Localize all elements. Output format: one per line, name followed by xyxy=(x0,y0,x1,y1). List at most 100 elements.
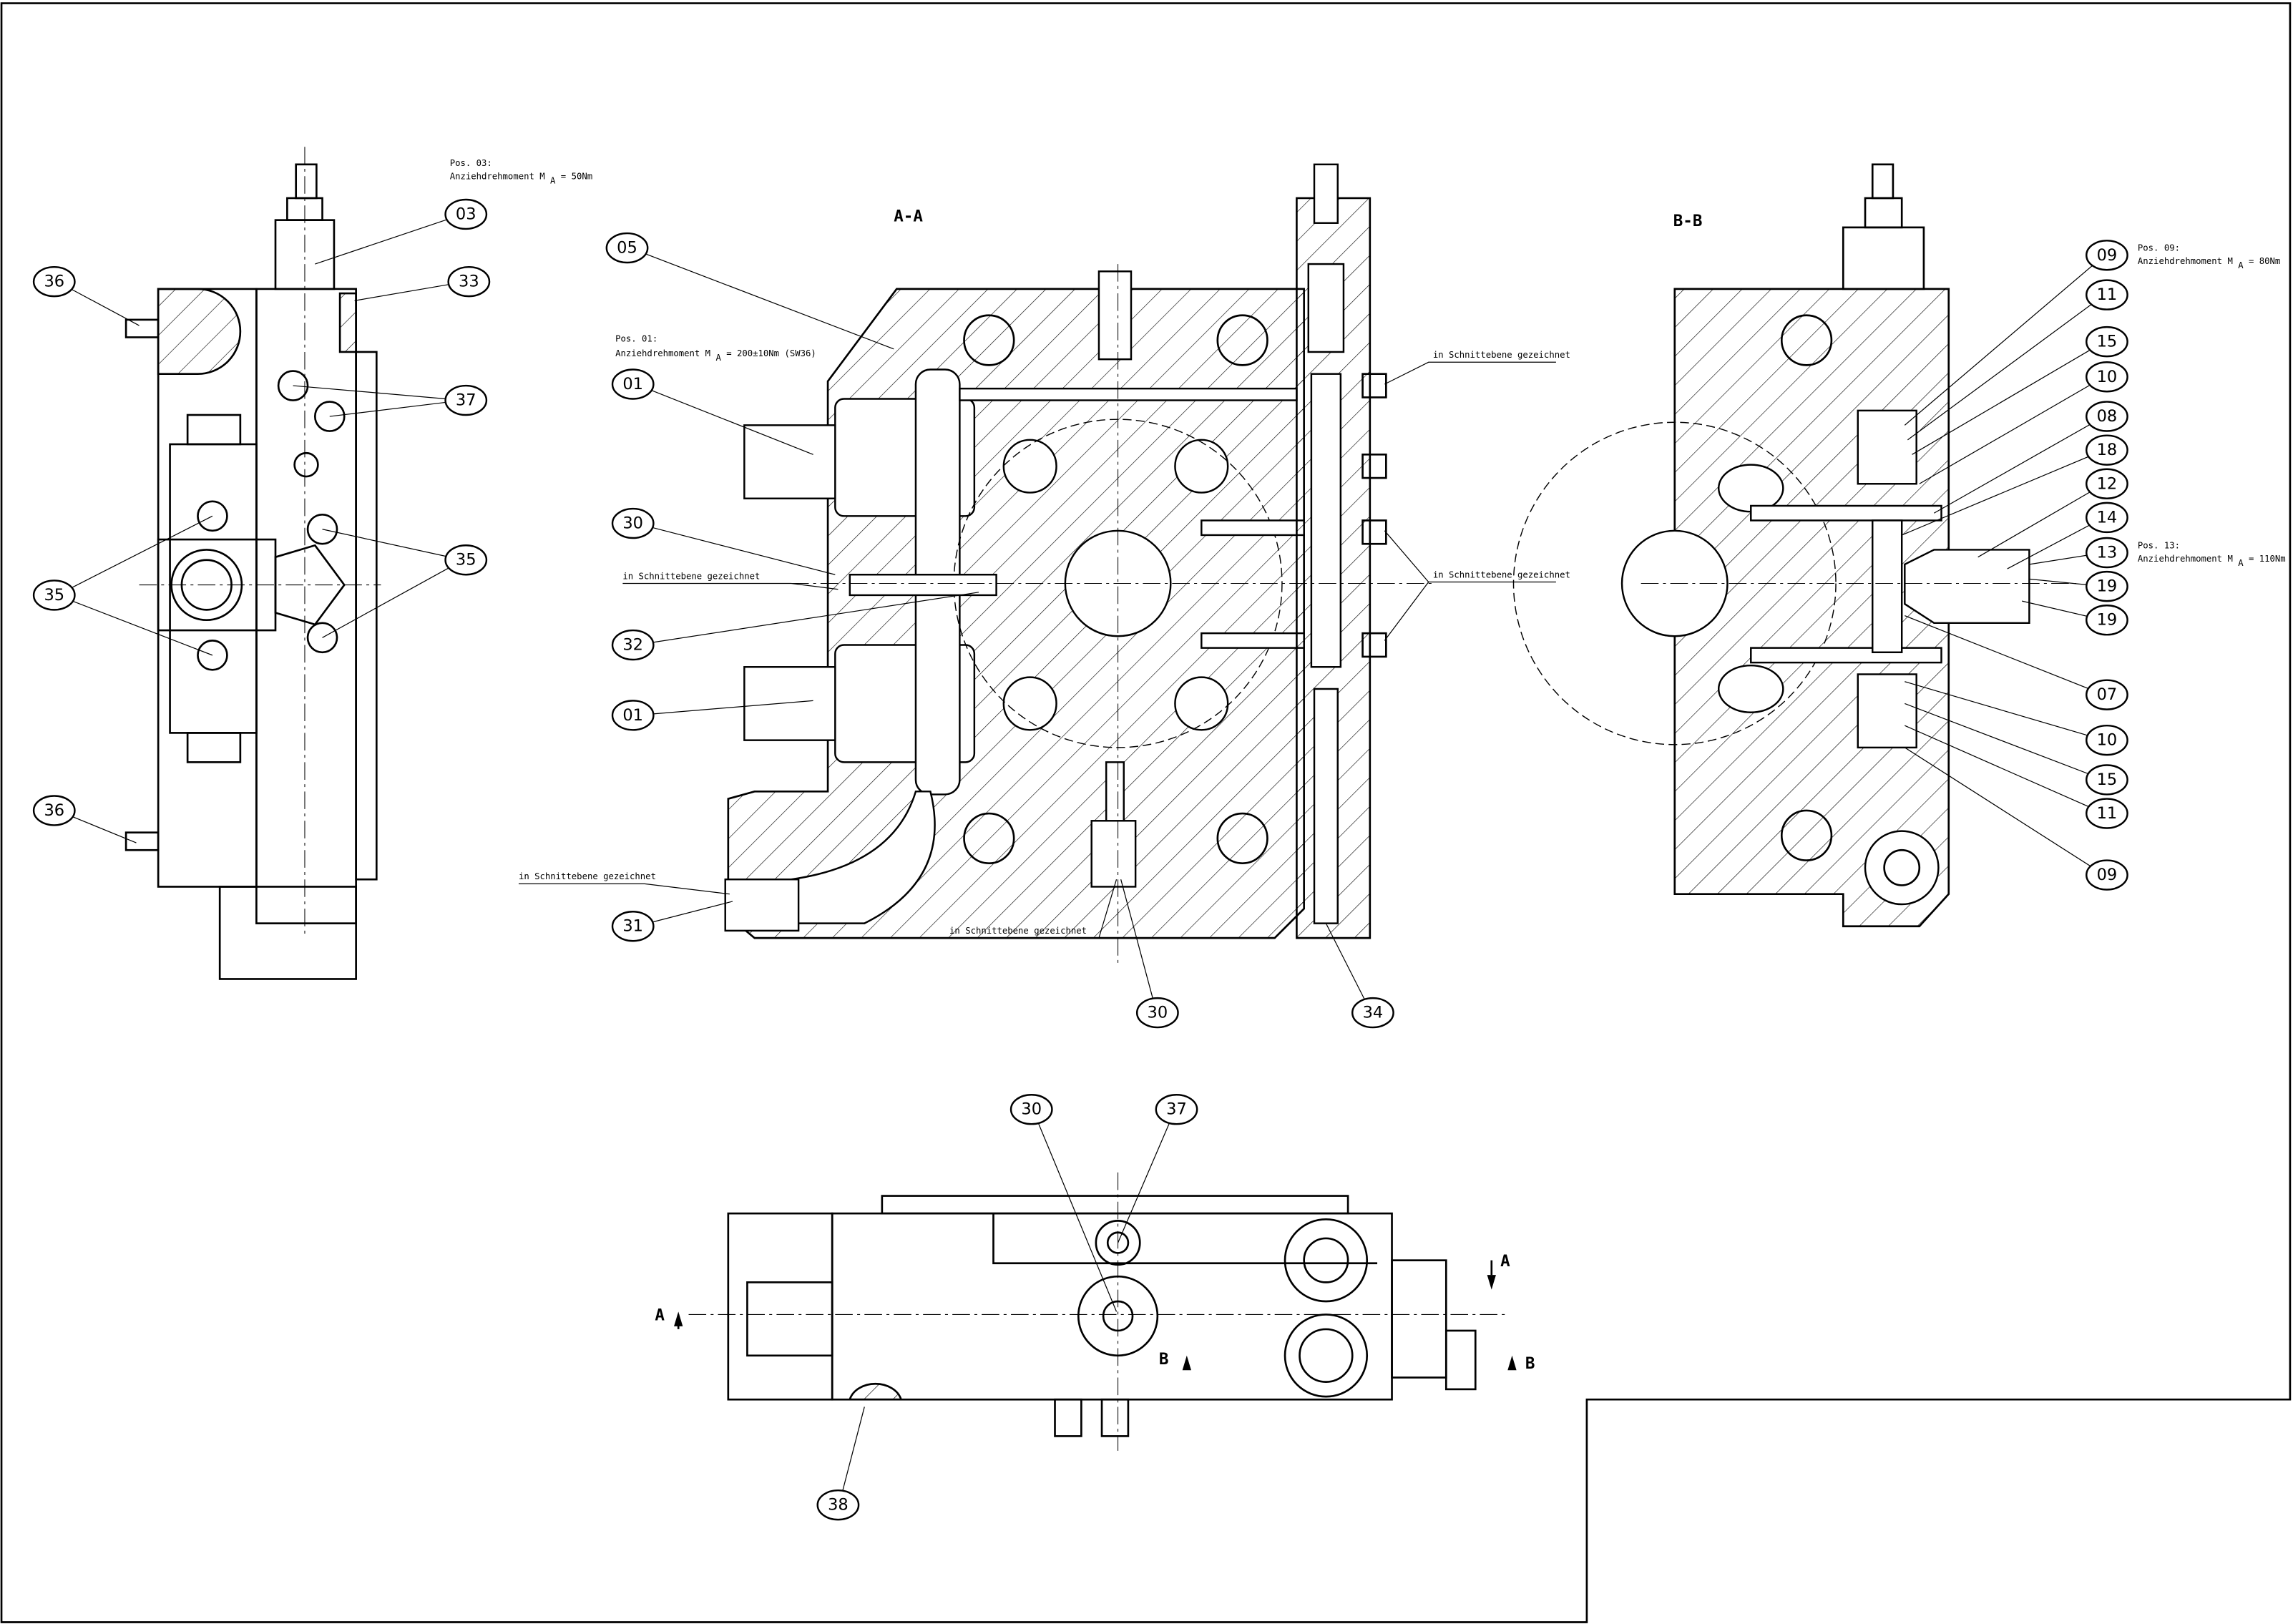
leader-line xyxy=(1919,383,2093,484)
callout-number: 09 xyxy=(2097,246,2118,265)
callout-36: 36 xyxy=(32,795,137,843)
in-plane-note-5: in Schnittebene gezeichnet xyxy=(949,879,1118,939)
callout-bubble xyxy=(816,1489,860,1521)
section-b-b xyxy=(1512,163,2081,928)
callout-bubble xyxy=(2086,361,2128,393)
callout-bubble xyxy=(2086,537,2128,569)
callout-13: 13 xyxy=(2029,537,2128,569)
note-pos-09: Pos. 09: Anziehdrehmoment M A = 80Nm xyxy=(2138,243,2280,271)
side-view xyxy=(124,147,381,980)
callout-bubble xyxy=(611,507,655,539)
leader-line xyxy=(1977,489,2093,558)
leader-line xyxy=(1905,725,2093,809)
callout-30: 30 xyxy=(611,507,836,575)
callout-number: 35 xyxy=(44,586,64,605)
leader-line xyxy=(69,815,137,843)
section-marker-b-right: B xyxy=(1525,1354,1535,1373)
callout-01: 01 xyxy=(611,700,813,731)
callout-07: 07 xyxy=(1905,615,2128,710)
callout-37: 37 xyxy=(293,384,488,417)
callout-bubble xyxy=(2086,326,2128,358)
callout-30: 30 xyxy=(1009,1094,1118,1312)
leader-line xyxy=(293,385,450,400)
callout-05: 05 xyxy=(605,232,894,350)
callout-number: 10 xyxy=(2097,368,2118,386)
callout-bubble xyxy=(611,700,655,731)
callout-bubble xyxy=(2086,570,2128,602)
callout-number: 08 xyxy=(2097,407,2118,426)
callout-34: 34 xyxy=(1325,923,1394,1029)
callout-number: 01 xyxy=(622,375,643,393)
callout-bubble xyxy=(605,232,649,264)
leader-line xyxy=(1912,348,2093,455)
callout-33: 33 xyxy=(354,265,491,301)
callout-bubble xyxy=(611,368,655,400)
leader-line xyxy=(2021,600,2092,618)
callout-bubble xyxy=(2086,502,2128,534)
callout-number: 33 xyxy=(459,273,479,291)
callout-37: 37 xyxy=(1118,1094,1198,1243)
leader-line xyxy=(1904,263,2096,426)
leader-line xyxy=(1904,747,2094,869)
callout-bubble xyxy=(1009,1094,1053,1125)
section-a-a xyxy=(724,163,1436,968)
callout-bubble xyxy=(2086,468,2128,499)
leader-line xyxy=(649,700,813,715)
svg-text:in Schnittebene gezeichnet: in Schnittebene gezeichnet xyxy=(1433,350,1570,360)
callout-08: 08 xyxy=(1933,401,2128,514)
svg-text:in Schnittebene gezeichnet: in Schnittebene gezeichnet xyxy=(622,571,760,581)
note-pos-03: Pos. 03: Anziehdrehmoment M A = 50Nm xyxy=(450,158,592,186)
leader-line xyxy=(1325,923,1366,1002)
leader-line xyxy=(322,565,452,638)
callout-number: 09 xyxy=(2097,866,2118,884)
svg-text:in Schnittebene gezeichnet: in Schnittebene gezeichnet xyxy=(519,871,656,881)
leader-line xyxy=(1907,302,2095,441)
callout-number: 07 xyxy=(2097,685,2118,704)
bottom-view xyxy=(674,1172,1517,1451)
in-plane-note-2: in Schnittebene gezeichnet xyxy=(1384,530,1570,641)
section-label-a-a: A-A xyxy=(894,207,923,226)
callout-number: 30 xyxy=(1148,1004,1168,1022)
callout-number: 31 xyxy=(622,917,643,936)
leader-line xyxy=(69,599,213,656)
leader-line xyxy=(647,388,813,455)
callout-bubble xyxy=(444,384,488,416)
callout-number: 18 xyxy=(2097,441,2118,459)
callout-32: 32 xyxy=(611,592,979,661)
svg-text:Pos. 01:: Pos. 01: xyxy=(615,334,657,344)
callout-bubble xyxy=(2086,764,2128,796)
callout-14: 14 xyxy=(2007,502,2128,569)
callout-bubble xyxy=(32,265,76,298)
callout-bubble xyxy=(611,911,655,942)
leader-line xyxy=(354,283,454,301)
callout-35: 35 xyxy=(32,515,213,656)
leader-line xyxy=(322,529,451,558)
callout-03: 03 xyxy=(315,198,488,265)
callout-bubble xyxy=(32,579,76,611)
callout-number: 10 xyxy=(2097,731,2118,750)
section-marker-a-left: A xyxy=(655,1306,665,1325)
callout-35: 35 xyxy=(322,529,488,638)
callout-bubble xyxy=(2086,279,2128,310)
callout-number: 19 xyxy=(2097,577,2118,596)
leader-line xyxy=(841,1407,865,1493)
callout-bubble xyxy=(2086,240,2128,271)
leader-line xyxy=(1905,681,2092,738)
callout-11: 11 xyxy=(1905,725,2128,829)
svg-text:in Schnittebene gezeichnet: in Schnittebene gezeichnet xyxy=(1433,569,1570,579)
callout-09: 09 xyxy=(1904,240,2128,426)
leader-line xyxy=(1901,454,2093,536)
svg-text:Anziehdrehmoment M A = 200±10N: Anziehdrehmoment M A = 200±10Nm (SW36) xyxy=(615,348,816,363)
callout-number: 12 xyxy=(2097,474,2118,493)
callout-bubble xyxy=(2086,434,2128,466)
section-marker-b-left: B xyxy=(1159,1350,1169,1369)
callout-number: 38 xyxy=(828,1496,849,1515)
callout-12: 12 xyxy=(1977,468,2128,558)
callout-38: 38 xyxy=(816,1407,865,1521)
note-pos-13: Pos. 13: Anziehdrehmoment M A = 110Nm xyxy=(2138,540,2286,568)
note-pos-01: Pos. 01: Anziehdrehmoment M A = 200±10Nm… xyxy=(615,334,816,363)
callout-bubble xyxy=(447,265,491,298)
callout-number: 01 xyxy=(622,706,643,725)
